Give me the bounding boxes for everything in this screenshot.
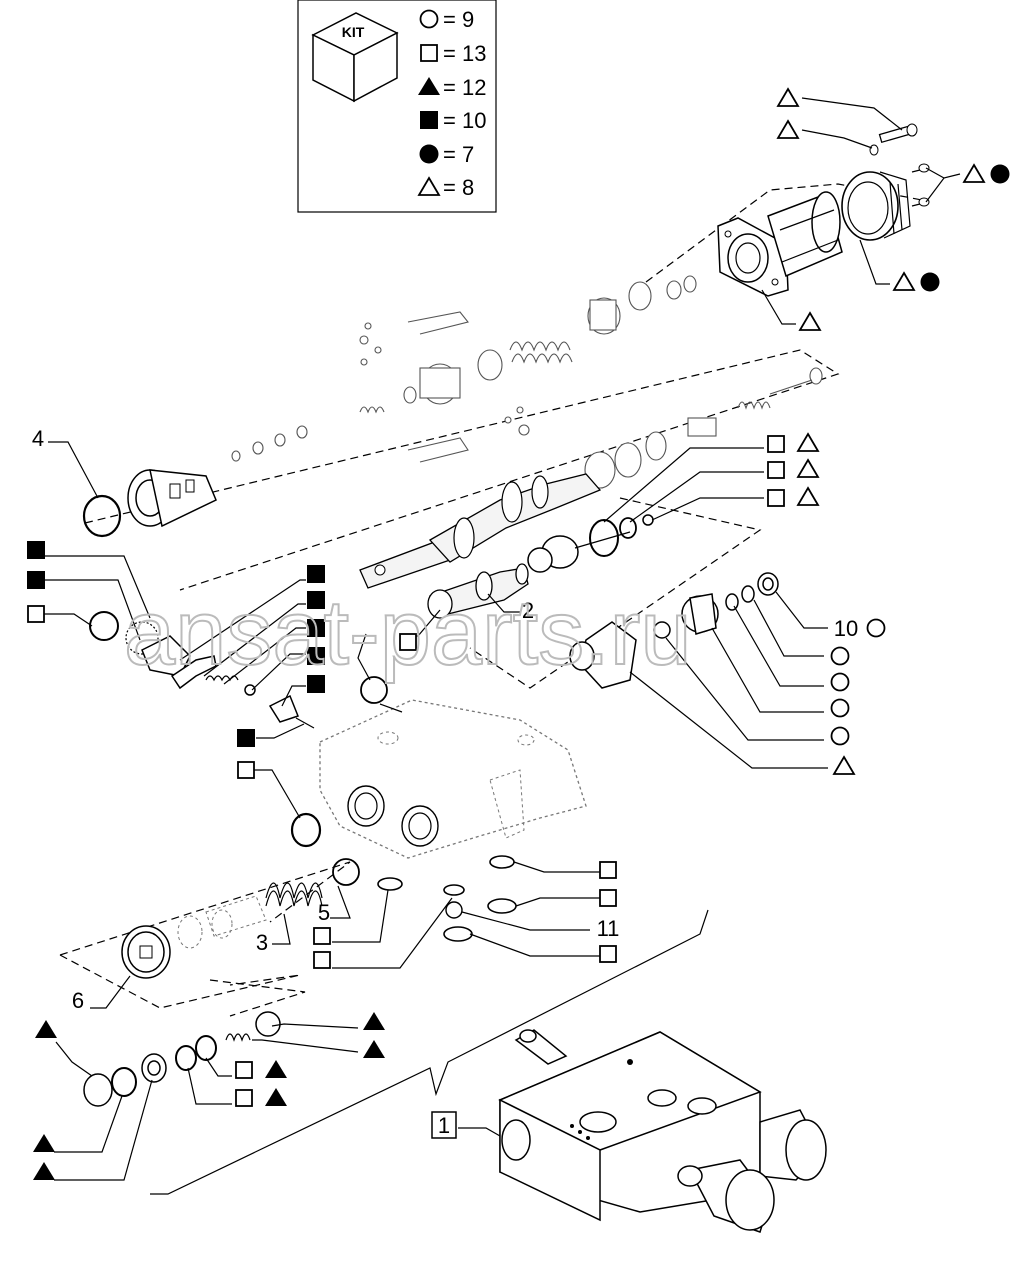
triangle-open-icon: [797, 459, 819, 478]
callout-6: 6: [72, 988, 84, 1013]
triangle-open-icon: [797, 487, 819, 506]
legend-text-triangle-open: = 8: [443, 175, 474, 200]
watermark-text: ansat-parts.ru: [124, 582, 692, 684]
valve-assembly-1: [498, 1029, 827, 1233]
triangle-open-icon: [799, 312, 821, 331]
actuator-assembly: [717, 123, 930, 297]
kit-cube-icon: [311, 12, 399, 103]
triangle-filled-icon: [265, 1088, 287, 1106]
triangle-open-icon: [833, 756, 855, 775]
square-open-icon: [767, 489, 785, 507]
legend-text-circle-open: = 9: [443, 7, 474, 32]
circle-filled-legend-icon: [419, 144, 439, 164]
legend-text-circle-filled: = 7: [443, 142, 474, 167]
callout-4: 4: [32, 426, 44, 451]
bolt-icon: [869, 123, 918, 156]
legend-text-triangle-filled: = 12: [443, 75, 486, 100]
kit-legend-box: KIT = 9 = 13 = 12 = 10 = 7 = 8: [297, 0, 497, 213]
square-open-icon: [599, 861, 617, 879]
triangle-open-icon: [777, 88, 799, 107]
check-valve-parts: [83, 1011, 281, 1107]
square-filled-legend-icon: [420, 111, 438, 129]
kit-title: KIT: [342, 24, 365, 40]
legend-text-square-filled: = 10: [443, 108, 486, 133]
leader-lines: [42, 97, 961, 1195]
callout-10: 10: [834, 616, 858, 641]
callout-5: 5: [318, 900, 330, 925]
left-lever-assembly: [89, 611, 315, 729]
part-2-spool-end: [427, 563, 529, 619]
screw-icon: [911, 163, 930, 207]
circle-open-icon: [866, 618, 886, 638]
circle-filled-icon: [920, 272, 940, 292]
square-open-legend-icon: [420, 44, 438, 62]
legend-text-square-open: = 13: [443, 41, 486, 66]
square-open-icon: [237, 761, 255, 779]
callout-1-box: [431, 1111, 457, 1139]
square-open-icon: [27, 605, 45, 623]
upper-spool-parts: [231, 275, 823, 489]
callout-11: 11: [597, 916, 620, 941]
circle-open-icon: [830, 646, 850, 666]
circle-open-icon: [830, 672, 850, 692]
triangle-filled-icon: [363, 1012, 385, 1030]
square-filled-icon: [27, 541, 45, 559]
callout-1: 1: [438, 1113, 450, 1138]
callout-2: 2: [522, 598, 534, 623]
spring-and-plug: [121, 882, 323, 979]
square-open-icon: [767, 461, 785, 479]
callout-3: 3: [256, 930, 268, 955]
triangle-open-icon: [963, 164, 985, 183]
o-rings: [82, 494, 654, 942]
square-filled-icon: [237, 729, 255, 747]
triangle-open-icon: [797, 433, 819, 452]
square-filled-icon: [27, 571, 45, 589]
right-valve-stack: [569, 572, 779, 689]
triangle-filled-icon: [33, 1162, 55, 1180]
triangle-filled-icon: [33, 1134, 55, 1152]
triangle-filled-icon: [363, 1040, 385, 1058]
square-open-icon: [767, 435, 785, 453]
circle-filled-icon: [990, 164, 1010, 184]
square-filled-icon: [307, 565, 325, 583]
triangle-open-icon: [777, 120, 799, 139]
circle-open-legend-icon: [419, 9, 439, 29]
square-open-icon: [313, 951, 331, 969]
circle-open-icon: [830, 726, 850, 746]
triangle-filled-icon: [35, 1020, 57, 1038]
main-spool: [127, 469, 631, 589]
triangle-filled-icon: [265, 1060, 287, 1078]
square-open-icon: [235, 1089, 253, 1107]
triangle-open-icon: [893, 272, 915, 291]
square-open-icon: [599, 889, 617, 907]
callout-numbers: 1 2 3 4 5 6 10 11: [32, 426, 858, 1139]
square-open-icon: [313, 927, 331, 945]
valve-body: [319, 699, 587, 859]
circle-open-icon: [830, 698, 850, 718]
square-open-icon: [235, 1061, 253, 1079]
square-open-icon: [599, 945, 617, 963]
